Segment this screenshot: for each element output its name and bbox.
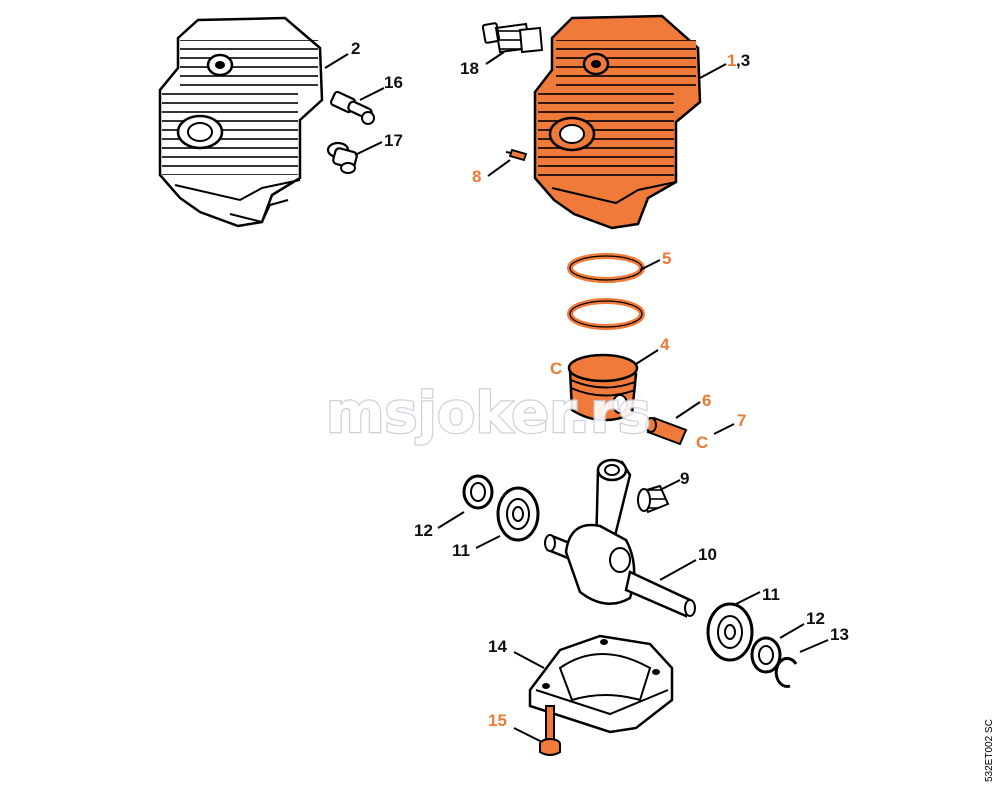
label-5: 5: [662, 249, 671, 268]
leader-lines: [324, 51, 829, 743]
watermark: msjoker.rs: [326, 381, 651, 446]
ball-bearing-part-11-right: [706, 602, 754, 662]
label-9: 9: [680, 469, 689, 488]
label-3: ,3: [736, 51, 750, 70]
label-11-right: 11: [762, 585, 780, 604]
cylinder-part-1-3: [533, 14, 702, 230]
label-6: 6: [702, 391, 711, 410]
crankcase-part-14: [528, 634, 674, 734]
label-15: 15: [488, 711, 507, 730]
label-7: 7: [737, 411, 746, 430]
label-2: 2: [351, 39, 360, 58]
plug-part-17: [326, 141, 358, 174]
needle-cage-part-9: [637, 484, 670, 514]
label-c-circlip: C: [550, 359, 562, 378]
label-10: 10: [698, 545, 717, 564]
oil-seal-part-12-left: [462, 474, 494, 510]
callout-labels: 2 16 17 18 1 ,3 8 5 4 C 6 C 7 9 12 11 10…: [351, 39, 849, 730]
cylinder-part-2: [158, 16, 324, 228]
label-13: 13: [830, 625, 849, 644]
label-12-right: 12: [806, 609, 825, 628]
drawing-code: 532ET002 SC: [984, 719, 995, 782]
label-18: 18: [460, 59, 479, 78]
piston-part-4: [567, 353, 639, 422]
oil-seal-part-12-right: [750, 636, 782, 674]
piston-pin-part-6: [645, 416, 688, 446]
label-16: 16: [384, 73, 403, 92]
spark-plug-part-18: [481, 22, 544, 54]
label-c-circlip-2: C: [696, 433, 708, 452]
label-14: 14: [488, 637, 507, 656]
label-17: 17: [384, 131, 403, 150]
circlip-part-13: [774, 656, 798, 688]
label-11-left: 11: [452, 541, 470, 560]
label-1: 1: [727, 51, 736, 70]
part-8: [505, 148, 528, 162]
label-12-left: 12: [414, 521, 433, 540]
ball-bearing-part-11-left: [496, 486, 540, 542]
label-4: 4: [660, 335, 670, 354]
piston-rings-part-5: [567, 253, 645, 330]
crankshaft-part-10: [544, 458, 696, 618]
decompression-valve-part-16: [329, 90, 375, 125]
label-8: 8: [472, 167, 481, 186]
screw-part-15: [539, 705, 561, 756]
